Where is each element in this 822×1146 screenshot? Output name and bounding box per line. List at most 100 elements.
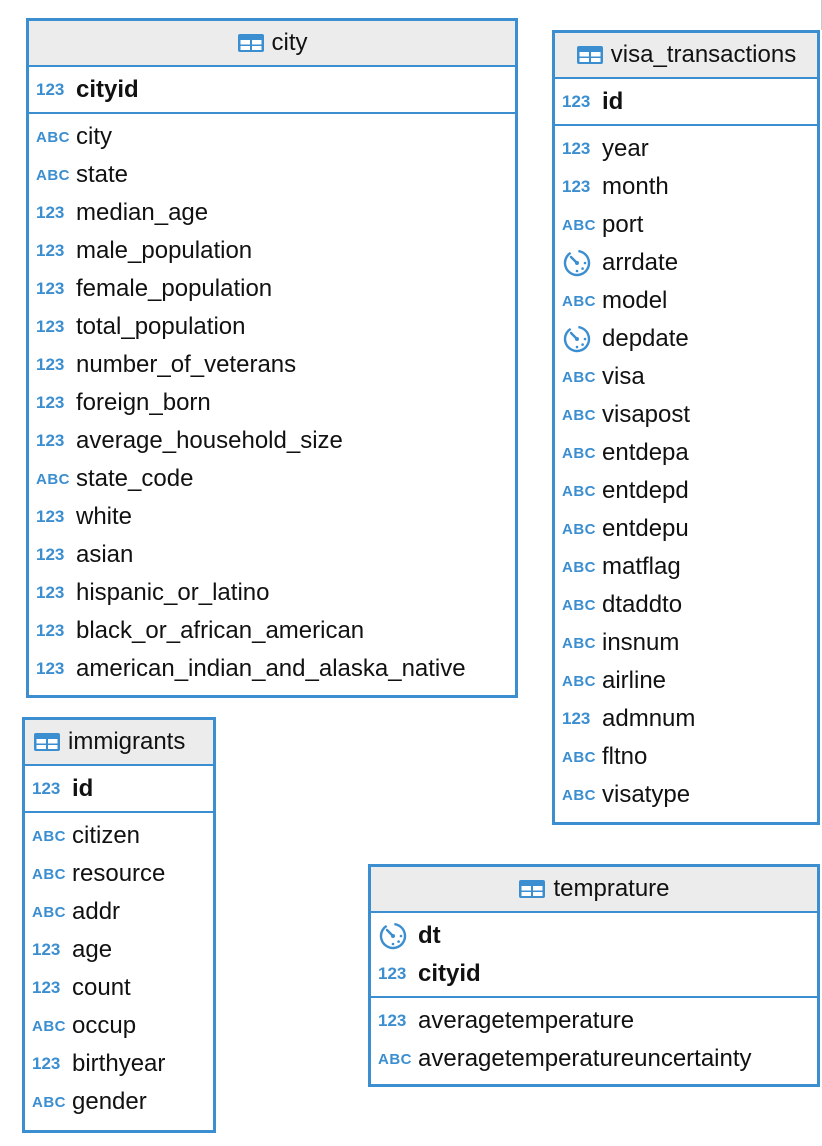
numeric-type-icon: 123	[32, 1054, 61, 1073]
column-row[interactable]: ABC dtaddto	[555, 586, 817, 624]
column-name: dtaddto	[602, 591, 683, 618]
column-row[interactable]: 123 count	[25, 969, 213, 1007]
numeric-type-icon: 123	[562, 92, 591, 111]
column-row[interactable]: ABC averagetemperatureuncertainty	[371, 1040, 817, 1078]
text-type-icon: ABC	[562, 406, 596, 424]
key-column-row[interactable]: 123 id	[555, 83, 817, 121]
key-column-row[interactable]: dt	[371, 917, 817, 955]
numeric-type-icon: 123	[36, 393, 65, 412]
column-row[interactable]: 123 male_population	[29, 232, 515, 270]
numeric-type-icon: 123	[36, 241, 65, 260]
column-name: airline	[602, 667, 667, 694]
column-name: month	[602, 173, 669, 200]
text-type-icon: ABC	[32, 865, 66, 883]
column-name: average_household_size	[76, 427, 343, 454]
column-name: birthyear	[72, 1050, 166, 1077]
column-name: gender	[72, 1088, 147, 1115]
numeric-type-icon: 123	[36, 659, 65, 678]
column-name: id	[72, 775, 94, 802]
text-type-icon: ABC	[562, 216, 596, 234]
numeric-type-icon: 123	[562, 177, 591, 196]
table-header[interactable]: temprature	[371, 867, 817, 913]
column-name: age	[72, 936, 113, 963]
column-name: dt	[418, 922, 441, 949]
text-type-icon: ABC	[32, 1093, 66, 1111]
table-header[interactable]: city	[29, 21, 515, 67]
text-type-icon: ABC	[32, 1017, 66, 1035]
text-type-icon: ABC	[562, 292, 596, 310]
table-header[interactable]: immigrants	[25, 720, 213, 766]
column-name: entdepd	[602, 477, 689, 504]
text-type-icon: ABC	[562, 596, 596, 614]
numeric-type-icon: 123	[32, 978, 61, 997]
text-type-icon: ABC	[36, 470, 70, 488]
column-row[interactable]: ABC gender	[25, 1083, 213, 1121]
table-name: immigrants	[68, 728, 186, 755]
text-type-icon: ABC	[36, 128, 70, 146]
column-name: averagetemperatureuncertainty	[418, 1045, 752, 1072]
column-row[interactable]: ABC city	[29, 118, 515, 156]
column-name: id	[602, 88, 624, 115]
column-row[interactable]: 123 birthyear	[25, 1045, 213, 1083]
table-grid-icon	[237, 33, 265, 53]
column-name: model	[602, 287, 668, 314]
column-name: city	[76, 123, 112, 150]
text-type-icon: ABC	[562, 786, 596, 804]
column-name: male_population	[76, 237, 253, 264]
numeric-type-icon: 123	[36, 203, 65, 222]
column-name: asian	[76, 541, 134, 568]
column-row[interactable]: depdate	[555, 320, 817, 358]
column-row[interactable]: ABC model	[555, 282, 817, 320]
column-row[interactable]: arrdate	[555, 244, 817, 282]
column-row[interactable]: 123 month	[555, 168, 817, 206]
column-name: count	[72, 974, 131, 1001]
text-type-icon: ABC	[378, 1050, 412, 1068]
table-header[interactable]: visa_transactions	[555, 33, 817, 79]
numeric-type-icon: 123	[36, 621, 65, 640]
